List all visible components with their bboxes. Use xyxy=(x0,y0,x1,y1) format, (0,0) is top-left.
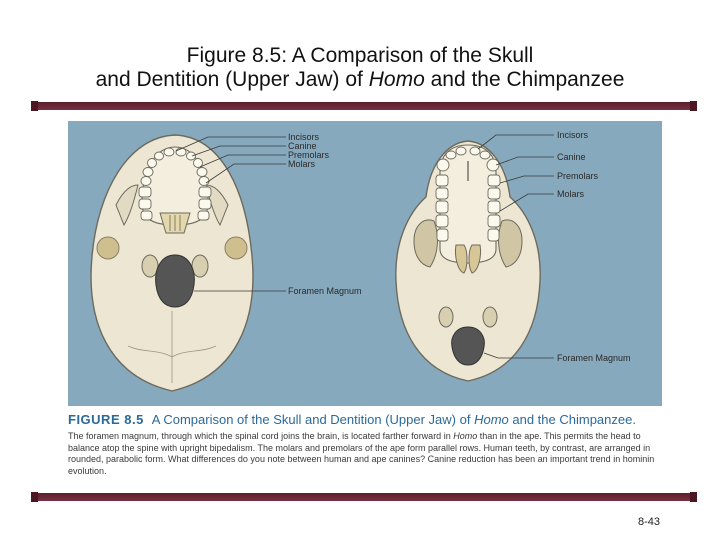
title-line-2: and Dentition (Upper Jaw) of Homo and th… xyxy=(20,68,700,92)
title-line-1: Figure 8.5: A Comparison of the Skull xyxy=(20,44,700,68)
caption-figure-label: FIGURE 8.5 xyxy=(68,412,144,427)
caption-body-part-1: The foramen magnum, through which the sp… xyxy=(68,431,453,441)
caption-heading-prefix: A Comparison of the Skull and Dentition … xyxy=(152,412,474,427)
top-divider xyxy=(38,102,690,110)
human-label-foramen-magnum: Foramen Magnum xyxy=(288,286,362,296)
human-foramen-magnum xyxy=(156,255,195,307)
caption-body: The foramen magnum, through which the sp… xyxy=(68,431,662,477)
skull-illustration: Incisors Canine Premolars Molars Foramen… xyxy=(68,121,662,406)
slide-title: Figure 8.5: A Comparison of the Skull an… xyxy=(20,44,700,92)
caption-heading: FIGURE 8.5 A Comparison of the Skull and … xyxy=(68,411,662,429)
human-skull: Incisors Canine Premolars Molars Foramen… xyxy=(91,132,361,391)
caption-body-italic: Homo xyxy=(453,431,477,441)
caption-heading-suffix: and the Chimpanzee. xyxy=(509,412,636,427)
human-label-molars: Molars xyxy=(288,159,316,169)
chimpanzee-label-premolars: Premolars xyxy=(557,171,599,181)
caption-heading-italic: Homo xyxy=(474,412,509,427)
title-line-2-prefix: and Dentition (Upper Jaw) of xyxy=(96,68,369,91)
chimpanzee-label-molars: Molars xyxy=(557,189,585,199)
chimpanzee-skull: Incisors Canine Premolars Molars Foramen… xyxy=(396,130,631,381)
chimpanzee-label-canine: Canine xyxy=(557,152,586,162)
chimpanzee-label-foramen-magnum: Foramen Magnum xyxy=(557,353,631,363)
title-line-2-italic: Homo xyxy=(369,68,425,91)
page-number: 8-43 xyxy=(638,516,660,528)
chimpanzee-label-incisors: Incisors xyxy=(557,130,589,140)
figure-caption: FIGURE 8.5 A Comparison of the Skull and … xyxy=(68,411,662,477)
chimpanzee-foramen-magnum xyxy=(452,327,485,365)
skull-comparison-figure: Incisors Canine Premolars Molars Foramen… xyxy=(68,121,662,406)
bottom-divider xyxy=(38,493,690,501)
title-line-2-suffix: and the Chimpanzee xyxy=(425,68,625,91)
